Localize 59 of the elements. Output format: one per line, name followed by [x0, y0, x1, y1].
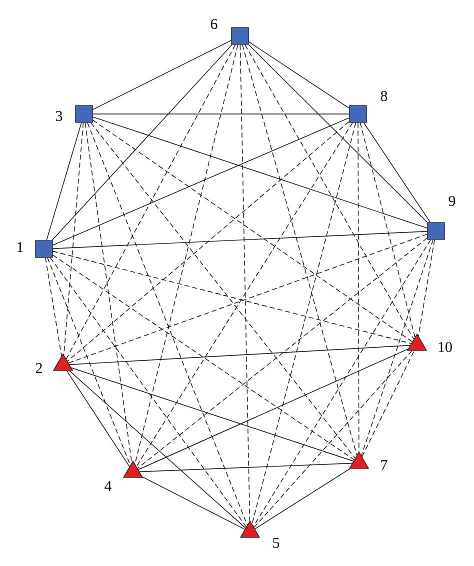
line — [69, 370, 246, 528]
dashed-line — [66, 44, 236, 360]
dashed-line — [68, 234, 428, 364]
line — [52, 44, 232, 241]
dashed-line — [242, 44, 358, 456]
line — [248, 44, 428, 223]
line — [248, 41, 350, 109]
dashed-line — [52, 254, 355, 460]
line — [364, 122, 430, 223]
dashed-line — [45, 257, 62, 356]
node-number: 2 — [36, 363, 42, 373]
line — [52, 231, 428, 249]
line — [69, 345, 410, 365]
node-number: 8 — [380, 90, 388, 102]
dashed-line — [136, 122, 353, 467]
square-marker — [349, 105, 367, 123]
node-number: 1 — [18, 242, 23, 252]
dashed-line — [67, 121, 350, 362]
square-marker — [75, 105, 93, 123]
dashed-line — [240, 44, 250, 522]
node-number: 3 — [56, 110, 62, 122]
dashed-line — [134, 44, 238, 464]
dashed-line — [90, 122, 356, 458]
dashed-line — [252, 122, 356, 524]
line — [142, 476, 246, 530]
node-number: 4 — [104, 481, 112, 491]
dashed-line — [254, 350, 412, 528]
dashed-line — [87, 122, 248, 526]
line — [138, 348, 408, 470]
node-number: 6 — [210, 18, 218, 30]
dashed-line — [253, 239, 431, 527]
dashed-line — [358, 122, 360, 452]
dashed-line — [92, 120, 413, 342]
dashed-line — [361, 239, 434, 456]
node-number: 10 — [438, 342, 452, 352]
dashed-line — [47, 257, 131, 466]
dashed-line — [50, 257, 247, 528]
dashed-line — [52, 250, 412, 344]
dashed-line — [84, 122, 132, 463]
dashed-line — [137, 238, 428, 469]
square-marker — [35, 240, 53, 258]
node-number: 5 — [273, 538, 280, 548]
line — [254, 468, 350, 530]
node-number: 7 — [381, 460, 388, 470]
dashed-line — [418, 239, 435, 336]
line — [52, 117, 350, 246]
node-number: 9 — [448, 196, 456, 206]
dashed-line — [360, 122, 416, 338]
square-marker — [231, 27, 249, 45]
line — [70, 367, 354, 462]
line — [66, 370, 130, 467]
line — [46, 122, 82, 241]
dashed-line — [244, 44, 414, 340]
square-marker — [427, 222, 445, 240]
line — [92, 116, 428, 228]
dashed-line — [64, 122, 84, 356]
line — [92, 40, 232, 110]
line — [139, 462, 352, 472]
dashed-line — [362, 350, 414, 458]
